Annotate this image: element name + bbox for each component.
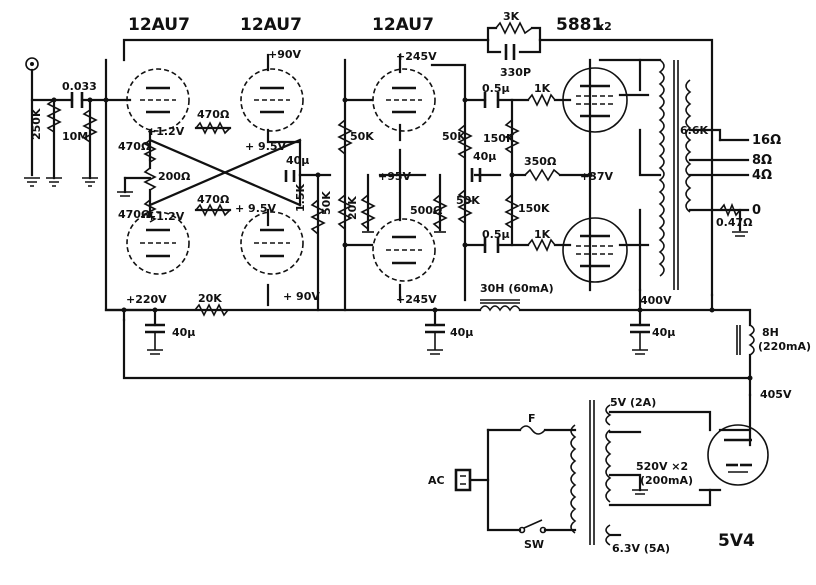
ot-66k-label: 6.6K <box>680 124 708 137</box>
tube-label-v2: 12AU7 <box>240 15 302 35</box>
fuse-label: F <box>528 412 536 425</box>
r-150k-a-label: 150K <box>483 132 515 145</box>
choke-8h-label: 8H <box>762 326 779 339</box>
tube-output-2 <box>562 217 628 283</box>
tube-label-rectifier: 5V4 <box>718 531 755 551</box>
r-350-label: 350Ω <box>524 155 557 168</box>
v-12-bot-label: +1.2V <box>147 210 185 223</box>
c-40u-a-label: 40μ <box>286 154 309 167</box>
pt-520v-label: 520V ×2 <box>636 460 688 473</box>
tube-rectifier <box>707 424 769 486</box>
output-transformer <box>658 59 692 290</box>
pt-5v-label: 5V (2A) <box>610 396 656 409</box>
choke-8h-rating-label: (220mA) <box>758 340 811 353</box>
text-labels: 12AU7 12AU7 12AU7 5881 x2 5V4 250K 0.033… <box>30 10 811 555</box>
choke-30h-label: 30H (60mA) <box>480 282 554 295</box>
choke-30h <box>479 299 521 312</box>
v-37-label: +37V <box>580 170 614 183</box>
r-470-a-label: 470Ω <box>197 108 230 121</box>
r-250k-label: 250K <box>30 108 43 140</box>
tube-v3a <box>372 68 436 132</box>
resistors <box>46 21 741 317</box>
tube-output-1 <box>562 67 628 133</box>
fuse-symbol <box>519 425 546 435</box>
v-90-bot-label: + 90V <box>283 290 320 303</box>
tube-v3b <box>372 218 436 282</box>
tube-label-v1: 12AU7 <box>128 15 190 35</box>
tube-v1b <box>126 211 190 275</box>
r-047-label: 0.47Ω <box>716 216 753 229</box>
v-400-label: 400V <box>640 294 672 307</box>
r-20k-b-label: 20K <box>198 292 222 305</box>
r-500-label: 500Ω <box>410 204 443 217</box>
tube-v2a <box>240 68 304 132</box>
r-50k-a-label: 50K <box>320 191 333 215</box>
r-1k-b-label: 1K <box>534 228 551 241</box>
v-405-label: 405V <box>760 388 792 401</box>
ac-plug <box>454 468 472 492</box>
choke-8h <box>736 324 755 356</box>
v-220-label: +220V <box>126 293 167 306</box>
c-40u-e-label: 40μ <box>652 326 675 339</box>
pt-63v-label: 6.3V (5A) <box>612 542 670 555</box>
c-05u-a-label: 0.5μ <box>482 82 510 95</box>
r-470-c-label: 470Ω <box>118 208 151 221</box>
v-95-b-label: + 9.5V <box>235 202 277 215</box>
v-95-c-label: +95V <box>378 170 412 183</box>
r-200-label: 200Ω <box>158 170 191 183</box>
v-12-top-label: +1.2V <box>147 125 185 138</box>
r-10m-label: 10M <box>62 130 88 143</box>
tap-0-label: 0 <box>752 203 761 218</box>
c-40u-b-label: 40μ <box>172 326 195 339</box>
c-40u-d-label: 40μ <box>450 326 473 339</box>
c-40u-c-label: 40μ <box>473 150 496 163</box>
v-95-a-label: + 9.5V <box>245 140 287 153</box>
switch-symbol <box>518 519 547 534</box>
r-50k-c-label: 50K <box>442 130 466 143</box>
switch-label: SW <box>524 538 544 551</box>
r-50k-d-label: 50K <box>456 194 480 207</box>
v-245-bot-label: +245V <box>396 293 437 306</box>
power-transformer <box>570 400 612 546</box>
c-330p-label: 330P <box>500 66 531 79</box>
r-20k-a-label: 20K <box>346 196 359 220</box>
c-0033-label: 0.033 <box>62 80 97 93</box>
r-50k-b-label: 50K <box>350 130 374 143</box>
r-150k-b-label: 150K <box>518 202 550 215</box>
ac-label: AC <box>428 474 445 487</box>
v-90-top-label: +90V <box>268 48 302 61</box>
tube-v2b <box>240 211 304 275</box>
c-05u-b-label: 0.5μ <box>482 228 510 241</box>
tap-16-label: 16Ω <box>752 133 781 148</box>
r-1-5k-label: 1.5K <box>294 184 307 212</box>
input-jack <box>25 57 39 71</box>
v-245-top-label: +245V <box>396 50 437 63</box>
r-1k-a-label: 1K <box>534 82 551 95</box>
r-470-b-label: 470Ω <box>118 140 151 153</box>
r-3k-label: 3K <box>503 10 520 23</box>
tap-4-label: 4Ω <box>752 168 772 183</box>
tube-label-v3: 12AU7 <box>372 15 434 35</box>
tube-label-output: 5881 <box>556 15 603 35</box>
r-470-d-label: 470Ω <box>197 193 230 206</box>
junction-dots <box>51 97 753 381</box>
tube-v1a <box>126 68 190 132</box>
tube-label-output-qty: x2 <box>597 20 612 33</box>
pt-520v-rating-label: (200mA) <box>640 474 693 487</box>
grounds <box>24 177 748 495</box>
tap-8-label: 8Ω <box>752 153 772 168</box>
wiring <box>30 26 752 537</box>
